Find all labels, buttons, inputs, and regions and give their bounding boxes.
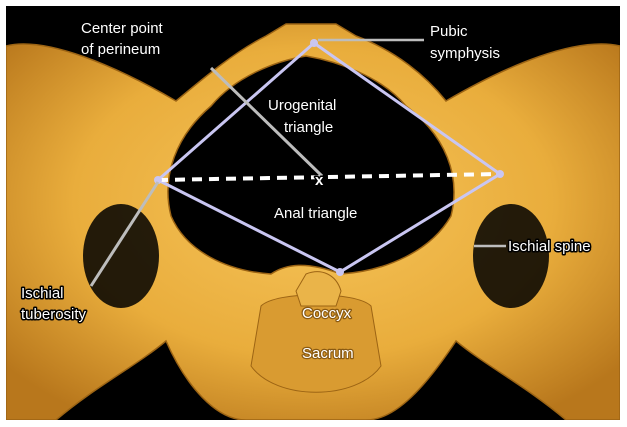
center-point-label-line1: Center point xyxy=(81,20,164,37)
pubic-symphysis-label-line2: symphysis xyxy=(430,45,500,62)
center-point-label-line2: of perineum xyxy=(81,41,160,58)
left-obturator xyxy=(83,204,159,308)
pubic-symphysis-point xyxy=(310,39,318,47)
anal-triangle-label: Anal triangle xyxy=(274,205,357,222)
urogenital-triangle-label-line2: triangle xyxy=(284,119,333,136)
sacrum-label: Sacrum xyxy=(302,345,354,362)
ischial-spine-label: Ischial spine xyxy=(508,238,591,255)
pelvis-diagram: x Center point of perineum Pubic symphys… xyxy=(6,6,620,420)
dividing-dashed-line xyxy=(158,174,500,180)
pubic-symphysis-label-line1: Pubic xyxy=(430,23,468,40)
right-obturator xyxy=(473,204,549,308)
pelvis-figure: x Center point of perineum Pubic symphys… xyxy=(6,6,620,420)
right-ischial-point xyxy=(496,170,504,178)
ischial-tuberosity-label-line1: Ischial xyxy=(21,285,64,302)
coccyx-label: Coccyx xyxy=(302,305,352,322)
coccyx-point xyxy=(336,268,344,276)
ischial-tuberosity-label-line2: tuberosity xyxy=(21,306,87,323)
center-marker: x xyxy=(315,172,324,189)
urogenital-triangle-label-line1: Urogenital xyxy=(268,97,336,114)
